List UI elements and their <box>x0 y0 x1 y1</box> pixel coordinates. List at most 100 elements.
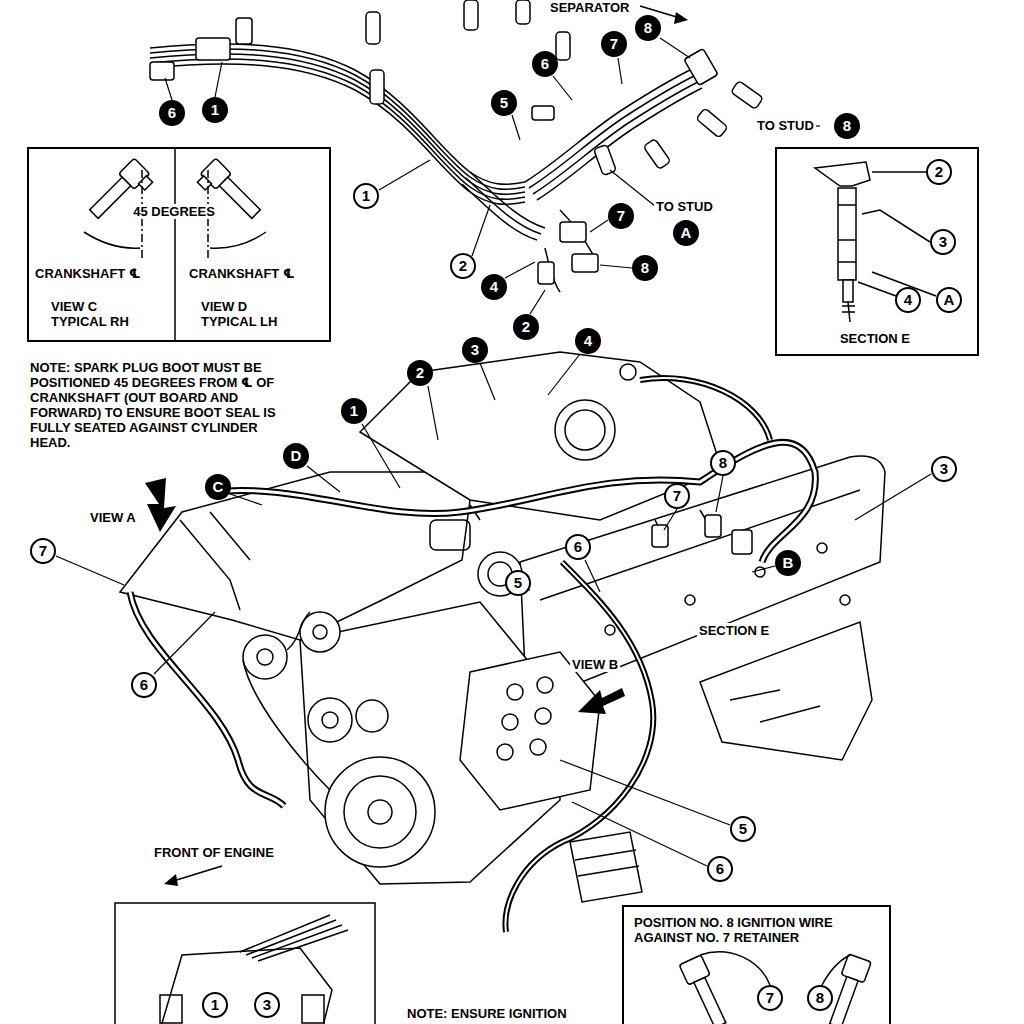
leader-lines <box>572 802 707 866</box>
leader-lines <box>560 760 730 825</box>
leader-lines <box>585 560 600 592</box>
part-label: FRONT OF ENGINE <box>152 845 276 860</box>
plug-boots <box>560 222 586 242</box>
callout-number: 1 <box>353 183 379 209</box>
wire-harness <box>130 592 284 806</box>
view-c-d-detail <box>197 176 211 190</box>
leader-lines <box>362 424 400 488</box>
coil-detail <box>694 977 726 1024</box>
panel-text: SECTION E <box>777 331 973 346</box>
plug-boots <box>532 106 554 120</box>
callout-number: 5 <box>505 570 531 596</box>
wire-harness <box>130 378 815 932</box>
leader-lines <box>165 78 172 100</box>
view-c-d-detail <box>138 176 152 190</box>
coil-detail <box>160 995 182 1023</box>
plug-boots <box>150 0 763 284</box>
plug-boots <box>236 18 252 44</box>
part-label: SECTION E <box>697 623 771 638</box>
callout-number: 8 <box>834 113 860 139</box>
panel-text: CRANKSHAFT ℄ <box>35 266 141 281</box>
engine-outline <box>537 677 553 693</box>
section-e-coil <box>838 205 856 262</box>
part-label: VIEW B <box>570 657 620 672</box>
plug-boots <box>696 108 728 138</box>
leader-lines <box>307 466 340 492</box>
callout-number: 8 <box>635 15 661 41</box>
plug-boots <box>516 0 530 24</box>
ignition-wires <box>537 88 702 200</box>
plug-boots <box>370 70 384 104</box>
view-arrows <box>170 866 222 882</box>
view-c-d-detail <box>174 149 176 340</box>
leader-lines <box>480 363 495 400</box>
leader-lines <box>716 476 723 512</box>
engine-outline <box>555 400 615 460</box>
engine-outline <box>565 410 605 450</box>
plug-boots <box>684 49 718 86</box>
callout-number: 3 <box>254 992 280 1018</box>
ignition-wires <box>466 178 541 234</box>
engine-outline <box>507 684 523 700</box>
ignition-wires <box>462 184 537 240</box>
ignition-wires <box>525 70 690 182</box>
callout-number: 4 <box>895 287 921 313</box>
section-e-coil <box>815 162 936 322</box>
plug-boots <box>556 32 570 60</box>
wire-harness <box>212 442 815 562</box>
view-panel: 45 DEGREESCRANKSHAFT ℄CRANKSHAFT ℄VIEW C… <box>27 147 331 342</box>
engine-outline <box>368 800 392 824</box>
coil-detail <box>302 995 324 1023</box>
part-label: VIEW A <box>88 510 138 525</box>
leader-lines <box>56 38 931 866</box>
section-e-coil <box>843 280 853 302</box>
panel-text: VIEW C TYPICAL RH <box>51 299 146 329</box>
section-e-coil <box>838 188 856 280</box>
leader-lines <box>855 474 931 520</box>
coil-detail <box>115 903 375 1024</box>
ignition-wires <box>150 44 525 184</box>
wire-harness <box>505 562 653 932</box>
callout-number: 3 <box>462 337 488 363</box>
leader-lines <box>530 290 545 314</box>
callout-number: 6 <box>131 672 157 698</box>
plug-boots <box>731 81 764 110</box>
engine-outline <box>470 505 715 545</box>
engine-outline <box>685 595 695 605</box>
engine-outline <box>356 700 388 732</box>
callout-number: A <box>673 220 699 246</box>
coil-detail <box>240 915 348 961</box>
callout-number: 7 <box>608 203 634 229</box>
callout-number: 2 <box>513 314 539 340</box>
engine-outline <box>243 612 330 790</box>
panel-text: VIEW D TYPICAL LH <box>201 299 296 329</box>
ignition-wires <box>533 82 698 194</box>
callout-number: 8 <box>710 450 736 476</box>
callout-number: 1 <box>202 97 228 123</box>
callout-number: 5 <box>730 816 756 842</box>
leader-lines <box>553 76 572 100</box>
leader-lines <box>56 556 124 585</box>
callout-number: 8 <box>807 985 833 1011</box>
callout-number: 2 <box>450 253 476 279</box>
wire-harness <box>640 378 770 440</box>
leader-lines <box>379 160 430 190</box>
part-label: TO STUD <box>755 118 816 133</box>
part-label: TO STUD <box>654 199 715 214</box>
leader-lines <box>472 205 490 256</box>
leader-lines <box>590 220 608 232</box>
ignition-wires <box>560 210 595 258</box>
engine-outline <box>497 744 513 760</box>
plug-boots <box>594 144 617 175</box>
engine-outline <box>732 530 752 554</box>
engine-outline <box>840 595 850 605</box>
detail-panel: POSITION NO. 8 IGNITION WIRE AGAINST NO.… <box>622 905 891 1024</box>
coil-detail <box>700 952 850 985</box>
section-e-coil <box>815 162 870 186</box>
engine-outline <box>530 739 546 755</box>
panel-text: CRANKSHAFT ℄ <box>189 266 295 281</box>
view-arrows <box>145 478 176 532</box>
callout-number: 6 <box>532 51 558 77</box>
wire-harness <box>130 592 284 806</box>
callout-number: 2 <box>926 159 952 185</box>
